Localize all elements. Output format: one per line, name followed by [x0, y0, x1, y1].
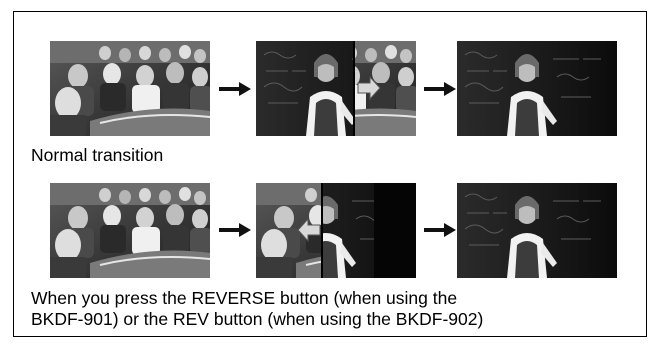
wipe-direction-arrow-left-icon: [297, 217, 321, 243]
audience-image: [50, 183, 210, 278]
caption-normal-transition: Normal transition: [31, 145, 164, 165]
arrow-right-icon: [219, 82, 251, 96]
wipe-direction-arrow-right-icon: [357, 75, 381, 101]
arrow-right-icon: [424, 82, 456, 96]
caption-reverse-line-2: BKDF-901) or the REV button (when using …: [31, 309, 484, 329]
wipe-transition-image: [256, 41, 416, 136]
caption-reverse-line-1: When you press the REVERSE button (when …: [31, 288, 458, 308]
arrow-right-icon: [424, 223, 456, 237]
teacher-image: [457, 183, 617, 278]
reverse-wipe-transition-image: [256, 183, 416, 278]
arrow-right-icon: [219, 223, 251, 237]
audience-image: [50, 41, 210, 136]
teacher-image: [457, 41, 617, 136]
diagram-frame: Normal transition When you press the REV…: [13, 11, 647, 337]
